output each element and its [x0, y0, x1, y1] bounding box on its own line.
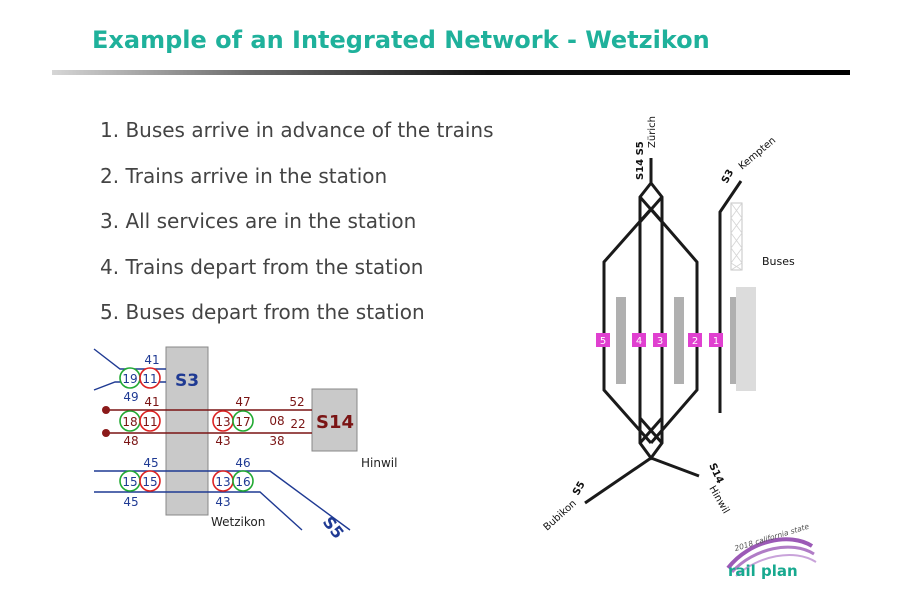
platform-badge: [632, 333, 646, 347]
minute-label: 22: [290, 417, 305, 431]
minute-label: 52: [289, 395, 304, 409]
step-item: 1. Buses arrive in advance of the trains: [100, 118, 494, 142]
platform-badge: [709, 333, 723, 347]
bubikon-lines-label: S5: [571, 480, 588, 498]
circle-number: 17: [235, 415, 250, 429]
s5-line-lower: [94, 491, 303, 531]
minute-label: 41: [144, 395, 159, 409]
minute-label: 48: [123, 434, 138, 448]
platform-number: 2: [692, 336, 698, 347]
minute-label: 47: [235, 395, 250, 409]
circle-number: 15: [142, 475, 157, 489]
track-line: [584, 456, 652, 505]
minute-label: 43: [215, 434, 230, 448]
bubikon-place-label: Bubikon: [542, 498, 579, 533]
bus-arrival-area: [730, 202, 743, 271]
circle-number: 13: [215, 475, 230, 489]
minute-label: 46: [235, 456, 250, 470]
zurich-lines-label: S14 S5: [635, 141, 646, 180]
departure-circle: [139, 367, 161, 389]
platform: [616, 297, 626, 384]
slide-title: Example of an Integrated Network - Wetzi…: [92, 26, 710, 54]
minute-label: 45: [123, 495, 138, 509]
circle-number: 11: [142, 415, 157, 429]
circle-number: 15: [122, 475, 137, 489]
circle-number: 11: [142, 372, 157, 386]
step-item: 3. All services are in the station: [100, 209, 417, 233]
buses-label: Buses: [762, 255, 795, 268]
circle-number: 19: [122, 372, 137, 386]
departure-circle: [139, 410, 161, 432]
step-item: 4. Trains depart from the station: [100, 254, 424, 279]
s14-origin-dot: [102, 406, 110, 414]
kempten-place-label: Kempten: [737, 135, 778, 172]
platform-number: 4: [636, 336, 642, 347]
minute-label: 08: [269, 414, 284, 428]
platform: [674, 297, 684, 384]
platform-number: 3: [657, 336, 663, 347]
track-line: [638, 417, 664, 444]
departure-circle: [232, 470, 254, 492]
minute-label: 41: [144, 353, 159, 367]
hinwil-label: Hinwil: [361, 456, 397, 470]
bus-arrival-area: [730, 202, 743, 271]
kempten-lines-label: S3: [720, 168, 736, 186]
steps-list: 1. Buses arrive in advance of the trains…: [100, 118, 494, 346]
logo-wordmark: rail plan: [728, 562, 798, 580]
track-line: [650, 456, 700, 478]
title-divider: [52, 70, 850, 75]
minute-label: 45: [143, 456, 158, 470]
wetzikon-label: Wetzikon: [211, 515, 265, 529]
minute-label: 49: [123, 390, 138, 404]
s14-origin-dot: [102, 429, 110, 437]
minute-label: 43: [215, 495, 230, 509]
platform-badge: [688, 333, 702, 347]
circle-number: 16: [235, 475, 250, 489]
platform-badge: [653, 333, 667, 347]
s14-station-box: [311, 388, 358, 452]
s3-line-label: S3: [175, 371, 199, 391]
departure-circle: [139, 470, 161, 492]
hinwil-place-label: Hinwil: [706, 484, 731, 516]
logo-swoosh-icon: [726, 537, 817, 577]
platform-badge: [596, 333, 610, 347]
track-line: [649, 208, 699, 444]
s14-line-label: S14: [316, 412, 354, 433]
hinwil-lines-label: S14: [706, 462, 725, 486]
circle-number: 18: [122, 415, 137, 429]
rail-plan-logo: 2018 california state rail plan: [720, 522, 820, 584]
bus-platform: [736, 287, 756, 391]
step-item: 2. Trains arrive in the station: [100, 163, 388, 188]
departure-circle: [232, 410, 254, 432]
platform-number: 5: [600, 336, 606, 347]
step-item: 5. Buses depart from the station: [100, 300, 425, 324]
platform-number: 1: [713, 336, 719, 347]
track-line: [602, 208, 653, 444]
minute-label: 38: [269, 434, 284, 448]
s3-station-box: [165, 346, 209, 516]
platform: [730, 297, 736, 384]
track-line: [638, 182, 664, 461]
zurich-place-label: Zürich: [647, 116, 658, 148]
circle-number: 13: [215, 415, 230, 429]
